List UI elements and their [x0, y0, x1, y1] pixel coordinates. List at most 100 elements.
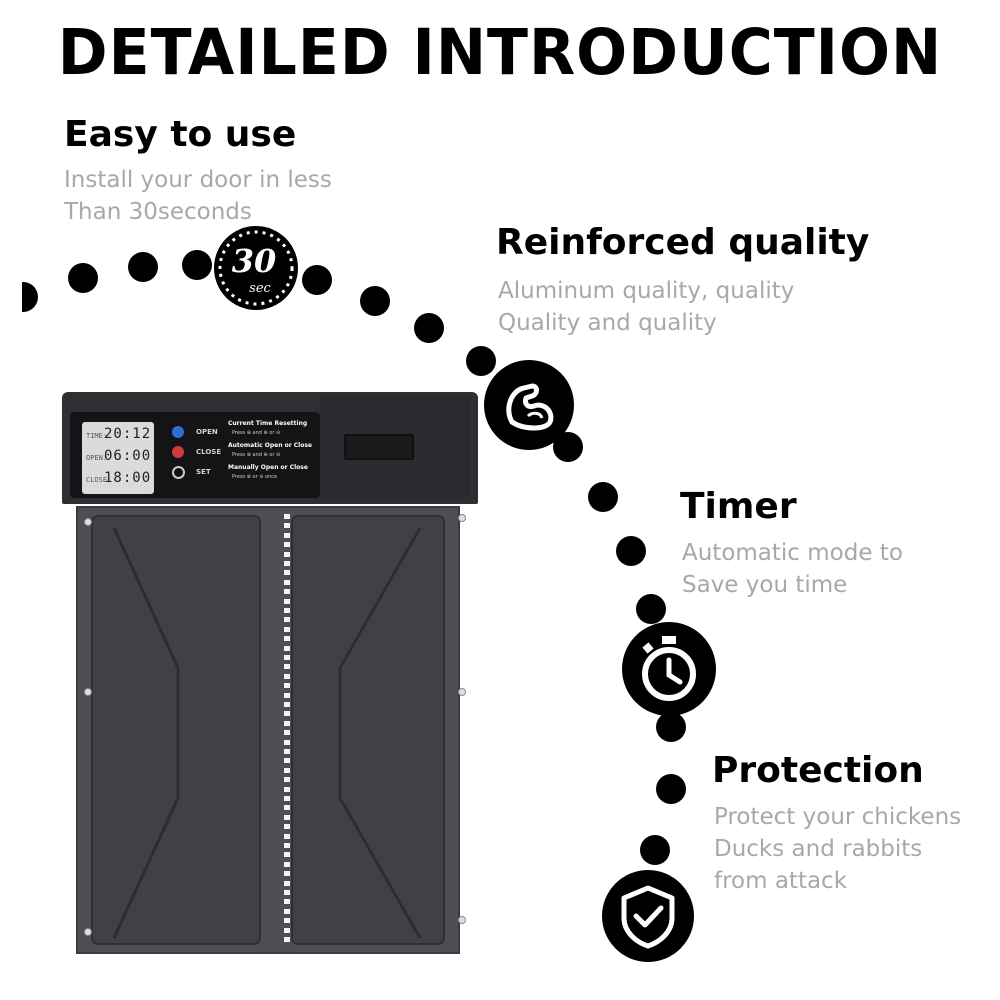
led-light	[284, 824, 290, 830]
path-dot	[182, 250, 212, 280]
led-light	[284, 861, 290, 867]
path-dot	[636, 594, 666, 624]
led-light	[284, 890, 290, 895]
set-button	[172, 466, 185, 479]
open-button	[172, 426, 184, 438]
screw	[458, 688, 466, 696]
path-dot	[616, 536, 646, 566]
path-dot	[68, 263, 98, 293]
30-seconds-icon: 30 sec	[214, 226, 298, 310]
led-light	[284, 570, 290, 576]
led-light	[284, 749, 290, 754]
led-light	[284, 758, 290, 764]
led-light	[284, 523, 290, 529]
feature-heading-protection: Protection	[712, 750, 924, 791]
stopwatch-icon	[622, 622, 716, 716]
led-light	[284, 514, 290, 519]
set-button-label: SET	[196, 468, 211, 476]
shield-check-icon	[602, 870, 694, 962]
feature-heading-quality: Reinforced quality	[496, 222, 870, 263]
path-dot	[640, 835, 670, 865]
led-light	[284, 655, 290, 660]
path-dot	[302, 265, 332, 295]
lcd-label-time: TIME:	[86, 432, 108, 440]
instruction-title-3: Manually Open or Close	[228, 464, 308, 471]
led-light	[284, 786, 290, 792]
path-dot	[466, 346, 496, 376]
feature-text-easy-1: Install your door in less	[64, 167, 332, 193]
instruction-detail-2: Press ⊕ and ⊕ or ⊖	[232, 452, 281, 458]
led-light	[284, 692, 290, 698]
feature-heading-timer: Timer	[680, 486, 797, 527]
led-light	[284, 664, 290, 670]
feature-text-timer-2: Save you time	[682, 572, 848, 598]
control-panel: TIME: 20:12 OPEN: 06:00 CLOSE: 18:00 OPE…	[70, 412, 320, 498]
led-light	[284, 626, 290, 632]
path-dot	[588, 482, 618, 512]
instruction-detail-3: Press ⊕ or ⊖ once	[232, 474, 278, 480]
lcd-label-open: OPEN:	[86, 454, 108, 462]
led-light	[284, 880, 290, 886]
led-light	[284, 777, 290, 783]
badge-unit: sec	[249, 281, 271, 296]
lcd-label-close: CLOSE:	[86, 476, 112, 484]
led-light	[284, 636, 290, 642]
feature-text-quality-2: Quality and quality	[498, 310, 717, 336]
feature-text-protection-2: Ducks and rabbits	[714, 836, 923, 862]
feature-text-easy-2: Than 30seconds	[64, 199, 252, 225]
led-light	[284, 739, 290, 745]
led-light	[284, 899, 290, 905]
chicken-coop-door-image: TIME: 20:12 OPEN: 06:00 CLOSE: 18:00 OPE…	[62, 392, 478, 954]
badge-number: 30	[232, 242, 277, 280]
led-light	[284, 720, 290, 726]
led-light	[284, 805, 290, 811]
feature-text-protection-1: Protect your chickens	[714, 804, 962, 830]
path-dot	[128, 252, 158, 282]
led-light	[284, 918, 290, 924]
path-dot	[360, 286, 390, 316]
path-dot	[656, 712, 686, 742]
led-light	[284, 561, 290, 566]
path-dot	[22, 282, 38, 312]
led-light	[284, 796, 290, 801]
instruction-detail-1: Press ⊕ and ⊕ or ⊖	[232, 430, 281, 436]
led-light	[284, 711, 290, 717]
led-light	[284, 767, 290, 773]
feature-heading-easy: Easy to use	[64, 114, 297, 155]
instruction-title-2: Automatic Open or Close	[228, 442, 312, 449]
led-light	[284, 702, 290, 707]
lcd-display: TIME: 20:12 OPEN: 06:00 CLOSE: 18:00	[82, 422, 154, 494]
led-light	[284, 551, 290, 557]
led-light	[284, 589, 290, 595]
led-light	[284, 833, 290, 839]
led-light	[284, 645, 290, 651]
screw	[84, 518, 92, 526]
led-light	[284, 608, 290, 613]
strong-arm-icon	[484, 360, 574, 450]
led-light	[284, 927, 290, 933]
led-light	[284, 532, 290, 538]
screw	[458, 514, 466, 522]
path-dot	[656, 774, 686, 804]
close-button	[172, 446, 184, 458]
instruction-title-1: Current Time Resetting	[228, 420, 308, 427]
lcd-value-time: 20:12	[104, 426, 152, 442]
led-light	[284, 598, 290, 604]
led-light	[284, 814, 290, 820]
lcd-value-close: 18:00	[104, 470, 152, 486]
open-button-label: OPEN	[196, 428, 218, 436]
path-dot	[414, 313, 444, 343]
led-light	[284, 730, 290, 736]
led-light	[284, 852, 290, 858]
lcd-value-open: 06:00	[104, 448, 152, 464]
feature-text-timer-1: Automatic mode to	[682, 540, 903, 566]
screw	[458, 916, 466, 924]
led-light	[284, 542, 290, 548]
led-light	[284, 871, 290, 877]
led-light	[284, 617, 290, 623]
led-light	[284, 683, 290, 689]
led-light	[284, 843, 290, 848]
door-panel	[76, 506, 460, 954]
battery-slot	[344, 434, 414, 460]
close-button-label: CLOSE	[196, 448, 222, 456]
